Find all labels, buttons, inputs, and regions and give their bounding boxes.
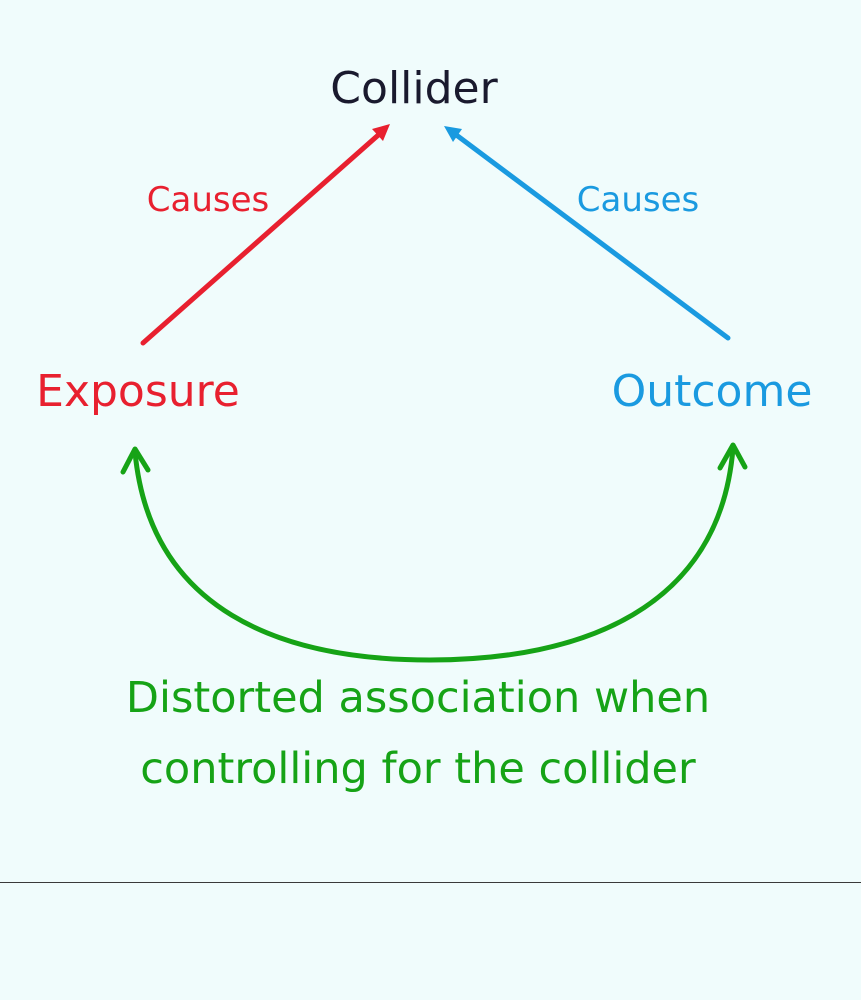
arrowhead-outcome-to-collider: [444, 126, 462, 142]
outcome-label: Outcome: [612, 366, 813, 417]
divider-line: [0, 882, 861, 883]
association-arc: [132, 445, 736, 663]
outcome-causes-label: Causes: [577, 180, 699, 220]
collider-label: Collider: [330, 63, 498, 114]
caption-line-2: controlling for the collider: [140, 744, 696, 794]
association-arrowhead-left: [120, 446, 151, 475]
arrow-outcome-to-collider: [448, 128, 731, 341]
caption-line-1: Distorted association when: [126, 673, 710, 723]
arrowhead-exposure-to-collider: [372, 124, 390, 141]
exposure-label: Exposure: [36, 366, 240, 417]
arrow-exposure-to-collider: [140, 127, 387, 346]
association-arrowhead-right: [717, 442, 748, 471]
exposure-causes-label: Causes: [147, 180, 269, 220]
